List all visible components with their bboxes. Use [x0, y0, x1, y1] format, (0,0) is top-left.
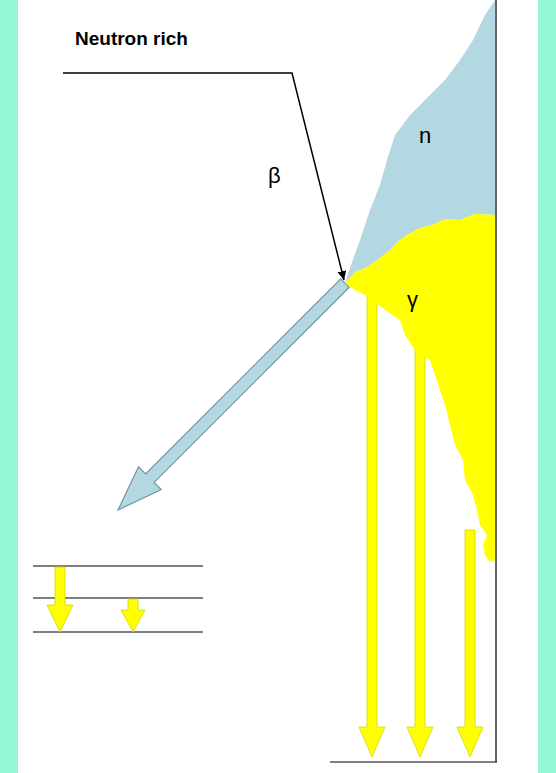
decay-label: β [268, 164, 281, 188]
gamma-arrow [457, 530, 483, 757]
energy-level [33, 565, 203, 566]
energy-axis [495, 0, 496, 762]
gamma-arrow [121, 599, 145, 632]
neutron-emission-arrow [107, 272, 357, 522]
particle-label: γ [407, 288, 418, 312]
particle-label: n [419, 124, 431, 148]
gamma-arrow [359, 290, 385, 757]
gamma-arrow [47, 567, 73, 632]
energy-level [33, 631, 203, 632]
region-shape [345, 210, 497, 566]
level-region: γ [345, 210, 497, 566]
gamma-arrow [407, 345, 433, 757]
ground-level [330, 761, 497, 762]
beta-decay-line [63, 73, 344, 280]
title-label: Neutron rich [75, 29, 188, 50]
region-outline [345, 214, 495, 562]
